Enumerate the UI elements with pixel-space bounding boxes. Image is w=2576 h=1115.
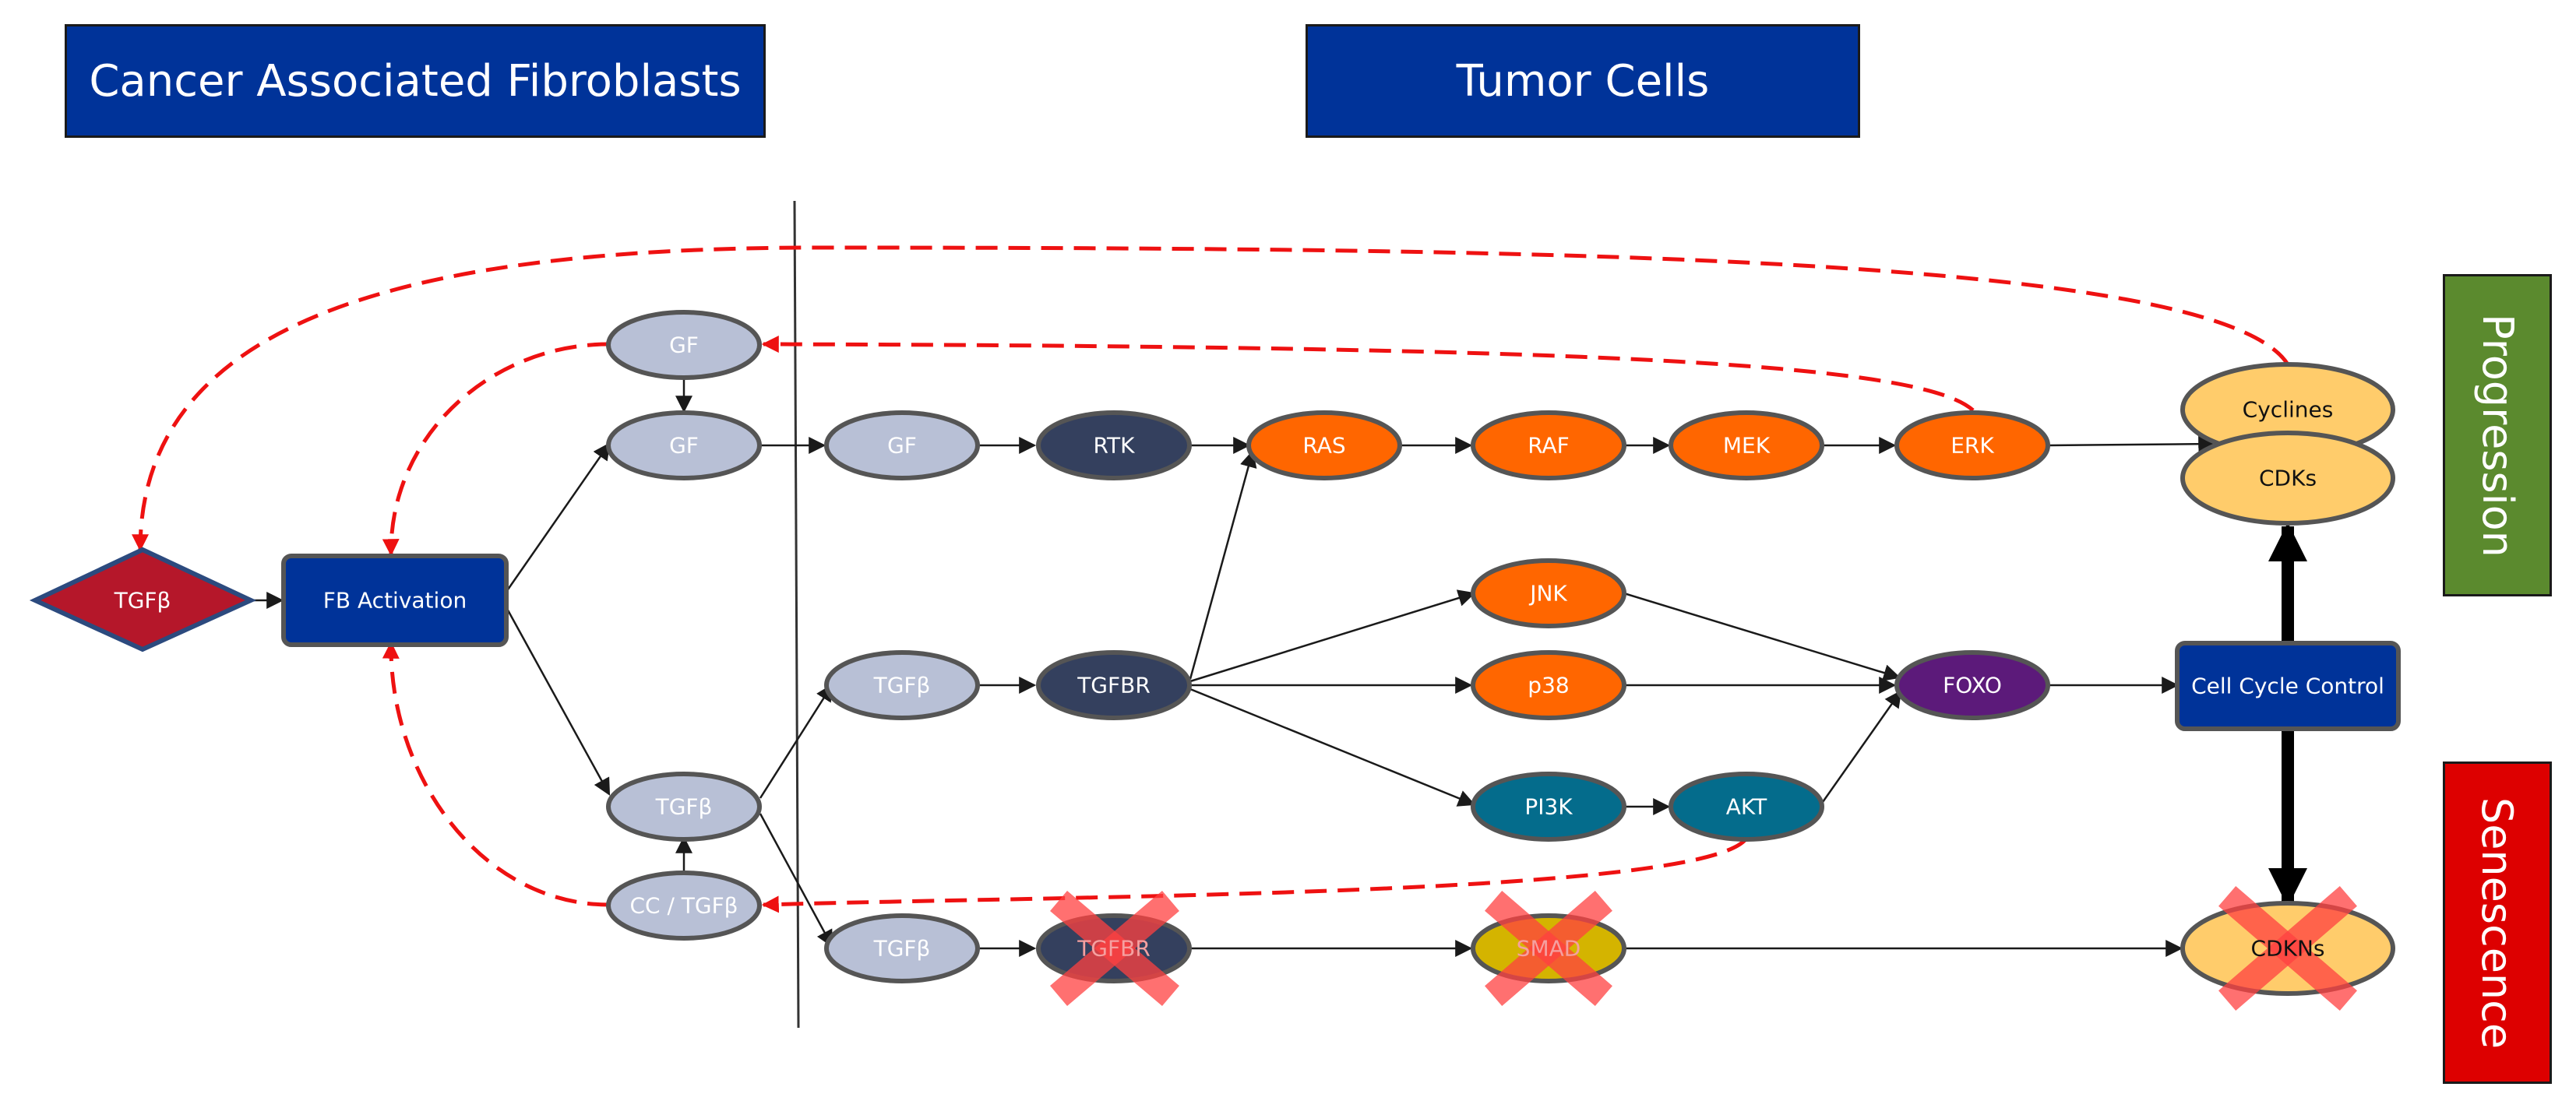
rtk-node xyxy=(1036,410,1192,480)
cdkns-inhibition-cross-icon xyxy=(2218,886,2357,1011)
rtk-label: RTK xyxy=(1094,433,1136,459)
raf-node xyxy=(1471,410,1626,480)
pi3k-label: PI3K xyxy=(1524,794,1573,820)
header-caf-label: Cancer Associated Fibroblasts xyxy=(89,55,742,107)
cyclines-label: Cyclines xyxy=(2243,397,2334,423)
gf-mid-node xyxy=(606,410,762,480)
gf-tumor-label: GF xyxy=(887,433,917,459)
tgfb-diamond-node xyxy=(29,547,257,652)
senescence-box: Senescence xyxy=(2443,762,2552,1084)
akt-label: AKT xyxy=(1726,794,1767,820)
mek-node xyxy=(1669,410,1824,480)
cdks-label: CDKs xyxy=(2259,466,2317,491)
edge-jnk-foxo xyxy=(1623,592,1901,681)
ras-node xyxy=(1246,410,1402,480)
gf-tumor-node xyxy=(824,410,980,480)
progression-box: Progression xyxy=(2443,274,2552,596)
p38-node xyxy=(1471,650,1626,720)
cc-tgfb-node xyxy=(606,871,762,941)
feedback-cyclines-tgfb xyxy=(132,245,2290,552)
cdkns-label: CDKNs xyxy=(2250,936,2324,962)
edge-tgfbr-jnk xyxy=(1189,589,1476,683)
raf-label: RAF xyxy=(1528,433,1570,459)
header-tumor-label: Tumor Cells xyxy=(1456,55,1710,107)
header-cancer-associated-fibroblasts: Cancer Associated Fibroblasts xyxy=(65,24,766,138)
feedback-cc-fb xyxy=(382,641,610,907)
gf-top-node xyxy=(606,310,762,380)
tgfbr-label: TGFBR xyxy=(1077,673,1151,698)
p38-label: p38 xyxy=(1528,673,1569,698)
cell-cycle-control-label: Cell Cycle Control xyxy=(2191,674,2384,699)
feedback-gf-fb xyxy=(382,342,610,557)
jnk-node xyxy=(1471,558,1626,628)
cc-tgfb-label: CC / TGFβ xyxy=(629,893,738,919)
tgfb-diamond-label: TGFβ xyxy=(114,588,171,614)
edge-tgfb-tgfbtumor xyxy=(759,684,833,799)
edge-fb-gf xyxy=(505,442,611,593)
smad-label: SMAD xyxy=(1517,936,1581,962)
tgfb-tumor-label: TGFβ xyxy=(873,673,931,698)
cell-cycle-control-node xyxy=(2175,641,2401,731)
tgfbr-node xyxy=(1036,650,1192,720)
edge-erk-cdks xyxy=(2048,435,2216,453)
tgfbr2-label: TGFBR xyxy=(1077,936,1151,962)
fb-activation-node xyxy=(281,554,509,647)
edge-tgfbr-ras xyxy=(1189,449,1257,680)
foxo-label: FOXO xyxy=(1943,673,2002,698)
header-tumor-cells: Tumor Cells xyxy=(1306,24,1860,138)
tgfb-tumor2-label: TGFβ xyxy=(873,936,931,962)
erk-label: ERK xyxy=(1951,433,1994,459)
akt-node xyxy=(1669,772,1824,842)
edge-tgfb-tgfbtumor2 xyxy=(759,813,833,948)
edge-akt-foxo xyxy=(1821,690,1902,803)
pi3k-node xyxy=(1471,772,1626,842)
mek-label: MEK xyxy=(1723,433,1771,459)
foxo-node xyxy=(1894,650,2050,720)
gf-mid-label: GF xyxy=(669,433,699,459)
ras-label: RAS xyxy=(1302,433,1345,459)
tgfb-tumor2-node xyxy=(824,913,980,983)
tgfb-caf-node xyxy=(606,772,762,842)
gf-top-label: GF xyxy=(669,332,699,358)
jnk-label: JNK xyxy=(1528,581,1567,607)
fb-activation-label: FB Activation xyxy=(323,588,467,614)
edge-fb-tgfb xyxy=(505,607,611,796)
erk-node xyxy=(1894,410,2050,480)
tgfb-caf-label: TGFβ xyxy=(655,794,713,820)
tgfbr-inhibition-cross-icon xyxy=(1050,891,1179,1006)
feedback-akt-cc xyxy=(761,838,1747,913)
cdks-node xyxy=(2180,431,2395,526)
compartment-divider xyxy=(793,200,800,1029)
edge-tgfbr-pi3k xyxy=(1189,688,1476,807)
feedback-erk-gf xyxy=(761,336,1975,412)
tgfb-tumor-node xyxy=(824,650,980,720)
smad-inhibition-cross-icon xyxy=(1485,891,1612,1006)
